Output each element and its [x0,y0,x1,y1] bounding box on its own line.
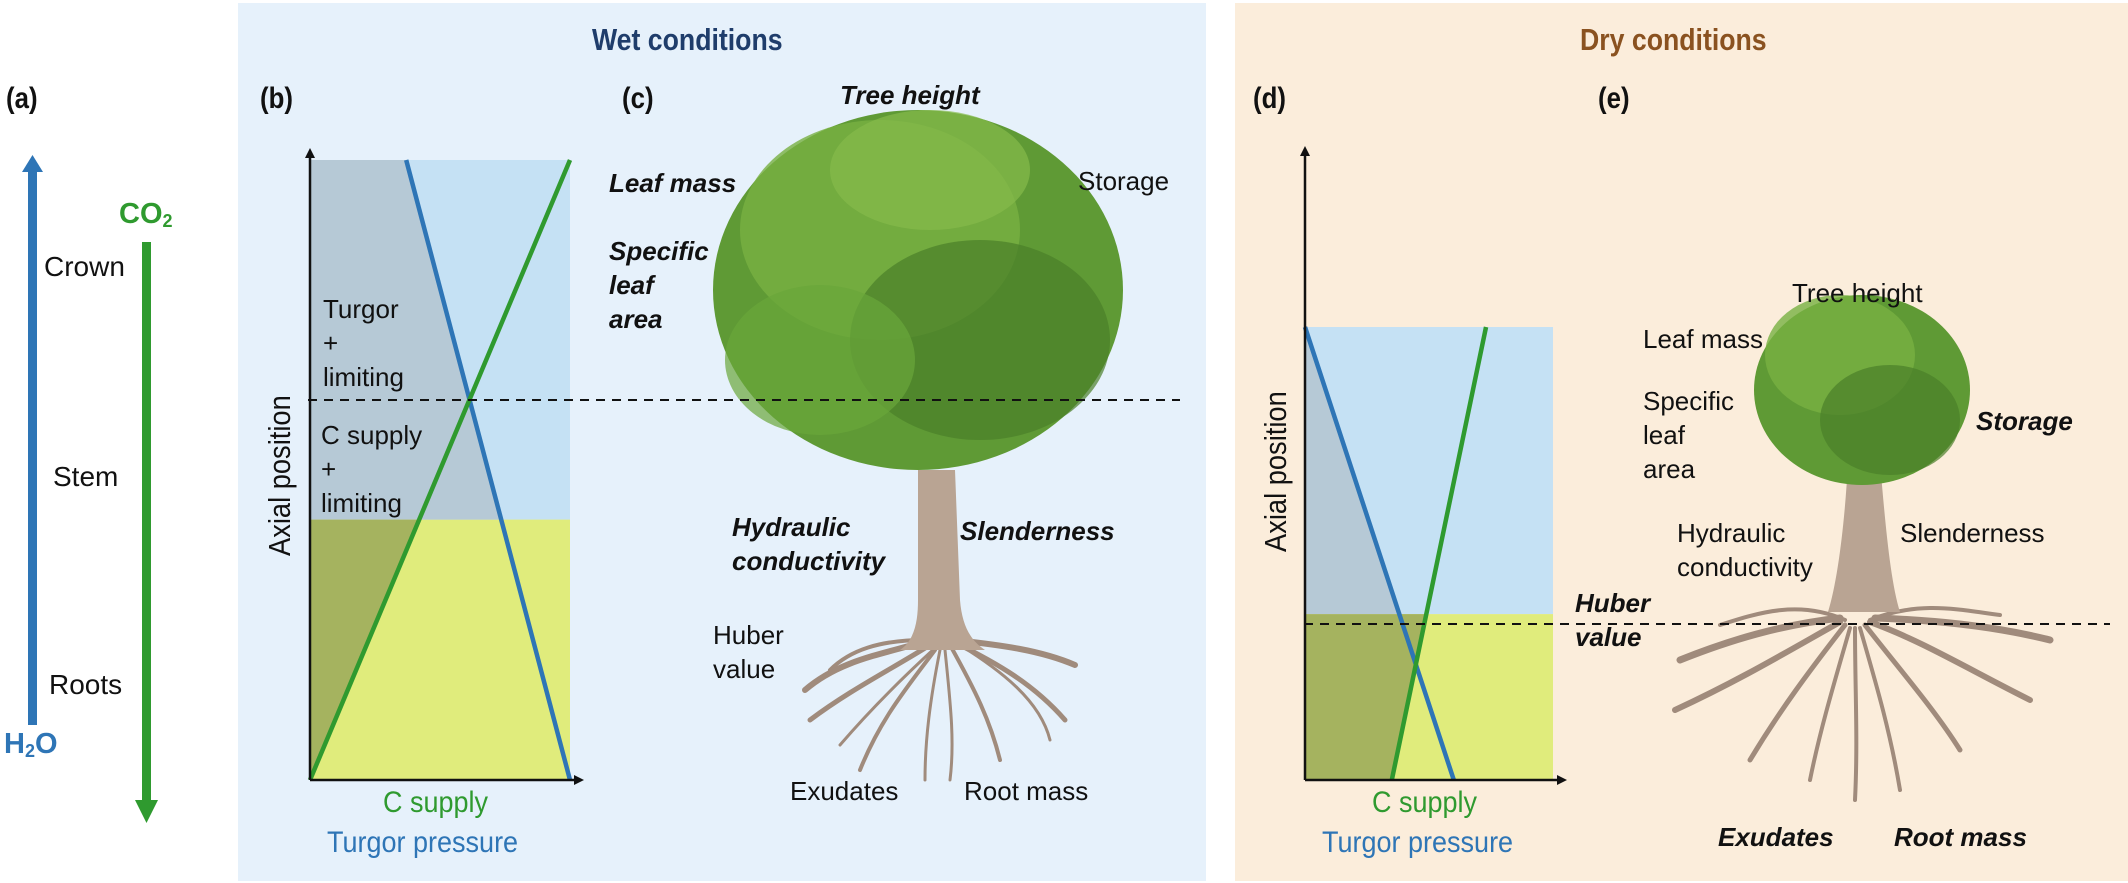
chart-d-region-csupply-limited [1305,614,1427,780]
tree-trunk-dry [1828,462,1900,612]
chart-b-x-axis-arrowhead [574,775,584,785]
panel-label-b: (b) [260,82,293,115]
trait-hydraulic-dry: Hydraulic conductivity [1677,518,1813,582]
trait-tree-height-dry: Tree height [1792,278,1923,308]
chart-b-turgor-line [404,159,573,781]
chart-d-xlabel-turgor: Turgor pressure [1322,826,1514,859]
organ-crown: Crown [44,251,125,282]
chart-b-region-lower-text: C supply + limiting [321,420,423,518]
organ-roots: Roots [49,669,123,700]
trait-tree-height-wet: Tree height [840,80,980,110]
chart-d-y-axis-arrowhead [1300,146,1310,156]
organ-stem: Stem [53,461,119,492]
trait-exudates-dry: Exudates [1718,822,1834,852]
wet-conditions-title: Wet conditions [592,22,783,57]
carbon-flux-arrow [135,242,158,823]
chart-b-region-turgor-limited [310,160,502,520]
tree-roots-dry [1672,606,2054,802]
flux-arrows [22,155,158,823]
chart-d-x-axis-arrowhead [1557,775,1567,785]
trait-root-mass-dry: Root mass [1894,822,2027,852]
trait-slenderness-dry: Slenderness [1900,518,2045,548]
trait-huber-dry: Huber value [1575,588,1651,652]
panel-label-e: (e) [1598,82,1630,115]
trait-storage-dry: Storage [1976,406,2073,436]
chart-b-xlabel-csupply: C supply [383,786,489,819]
chart-d-xlabel-csupply: C supply [1372,786,1478,819]
trait-huber-wet: Huber value [713,620,784,684]
trait-root-mass-wet: Root mass [964,776,1089,806]
water-flux-arrow [22,155,43,725]
trait-storage-wet: Storage [1078,166,1170,196]
chart-b-y-axis-arrowhead [305,148,315,158]
co2-label: CO2 [119,198,173,231]
trait-exudates-wet: Exudates [790,776,899,806]
tree-trunk-wet [900,470,985,650]
chart-d-csupply-line [1389,326,1489,781]
panel-label-a: (a) [6,82,38,115]
trait-hydraulic-wet: Hydraulic conductivity [732,512,886,576]
tree-canopy-dry [1754,295,1970,485]
panel-label-d: (d) [1253,82,1286,115]
trait-sla-dry: Specific leaf area [1643,386,1735,484]
chart-b-xlabel-turgor: Turgor pressure [327,826,519,859]
panel-label-c: (c) [622,82,654,115]
chart-b-region-upper-text: Turgor + limiting [323,294,404,392]
trait-leaf-mass-wet: Leaf mass [609,168,737,198]
chart-b-csupply-line [307,159,573,781]
dry-conditions-title: Dry conditions [1580,22,1767,57]
trait-leaf-mass-dry: Leaf mass [1643,324,1763,354]
tree-canopy-wet [713,110,1123,470]
h2o-label: H2O [4,728,58,761]
chart-d-turgor-line [1302,326,1456,781]
trait-sla-wet: Specific leaf area [609,236,709,334]
trait-slenderness-wet: Slenderness [960,516,1115,546]
